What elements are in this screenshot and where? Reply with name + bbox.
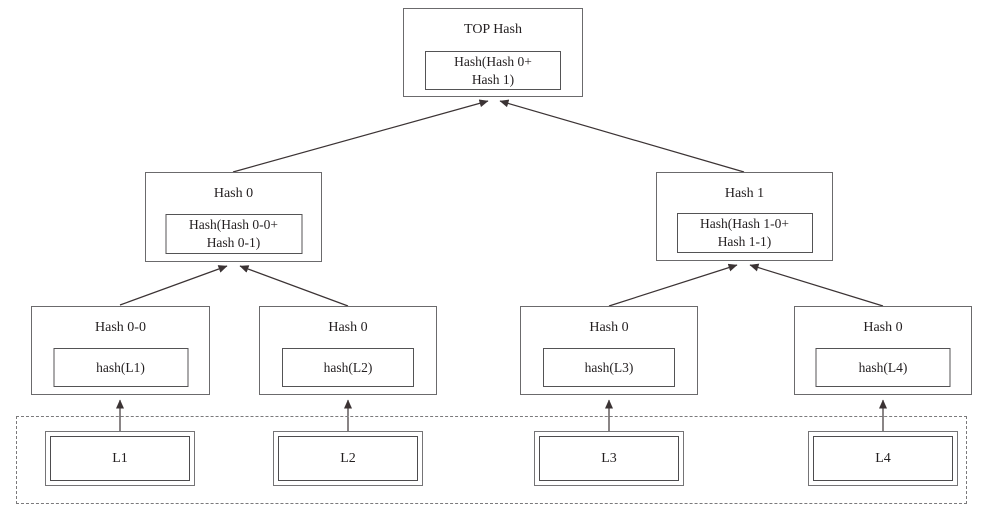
node-hash-1: Hash 1 Hash(Hash 1-0+ Hash 1-1)	[656, 172, 833, 261]
node-hash-1-1-formula-box: hash(L4)	[815, 348, 951, 387]
node-hash-1-0: Hash 0 hash(L3)	[520, 306, 698, 395]
node-hash-0-1: Hash 0 hash(L2)	[259, 306, 437, 395]
leaf-l4-label: L4	[875, 450, 891, 466]
edge-hash10-hash1	[608, 263, 738, 307]
formula-line: hash(L4)	[858, 359, 908, 375]
node-hash-0-0: Hash 0-0 hash(L1)	[31, 306, 210, 395]
formula-line: Hash 1-1)	[717, 234, 772, 249]
node-hash-1-0-formula-box: hash(L3)	[543, 348, 675, 387]
formula-line: Hash 0-1)	[206, 235, 261, 250]
formula-line: hash(L3)	[584, 359, 634, 375]
leaf-l2-box: L2	[278, 436, 418, 481]
formula-line: hash(L1)	[96, 359, 145, 375]
node-hash-1-1: Hash 0 hash(L4)	[794, 306, 972, 395]
leaf-l1: L1	[45, 431, 195, 486]
edge-hash01-hash0	[239, 265, 349, 307]
formula-line: Hash 1)	[471, 71, 515, 87]
node-top-hash: TOP Hash Hash(Hash 0+ Hash 1)	[403, 8, 583, 97]
leaf-l4: L4	[808, 431, 958, 486]
node-hash-0-formula-box: Hash(Hash 0-0+ Hash 0-1)	[165, 214, 302, 254]
node-hash-1-label: Hash 1	[724, 185, 765, 201]
edge-hash11-hash1	[749, 263, 884, 307]
edge-hash1-top	[499, 99, 745, 173]
edge-hash0-top	[232, 99, 489, 173]
node-hash-0: Hash 0 Hash(Hash 0-0+ Hash 0-1)	[145, 172, 322, 262]
formula-line: hash(L2)	[323, 359, 373, 375]
node-hash-0-0-formula-box: hash(L1)	[53, 348, 188, 387]
data-blocks-container	[16, 416, 967, 504]
formula-line: Hash(Hash 0+	[454, 53, 532, 69]
node-hash-0-1-formula-box: hash(L2)	[282, 348, 414, 387]
leaf-l3-label: L3	[601, 450, 617, 466]
node-hash-1-0-label: Hash 0	[589, 319, 629, 335]
leaf-l1-label: L1	[112, 450, 128, 466]
formula-line: Hash(Hash 1-0+	[700, 216, 789, 231]
leaf-l3: L3	[534, 431, 684, 486]
leaf-l2-label: L2	[340, 450, 356, 466]
leaf-l4-box: L4	[813, 436, 953, 481]
edge-hash00-hash0	[119, 265, 228, 306]
leaf-l3-box: L3	[539, 436, 679, 481]
node-hash-0-label: Hash 0	[213, 185, 254, 201]
node-top-hash-label: TOP Hash	[464, 21, 522, 37]
node-hash-0-0-label: Hash 0-0	[95, 319, 146, 335]
node-hash-0-1-label: Hash 0	[328, 319, 368, 335]
node-hash-1-formula-box: Hash(Hash 1-0+ Hash 1-1)	[676, 213, 813, 253]
formula-line: Hash(Hash 0-0+	[189, 217, 278, 232]
leaf-l2: L2	[273, 431, 423, 486]
node-hash-1-1-label: Hash 0	[863, 319, 903, 335]
node-top-hash-formula-box: Hash(Hash 0+ Hash 1)	[425, 51, 561, 90]
leaf-l1-box: L1	[50, 436, 190, 481]
